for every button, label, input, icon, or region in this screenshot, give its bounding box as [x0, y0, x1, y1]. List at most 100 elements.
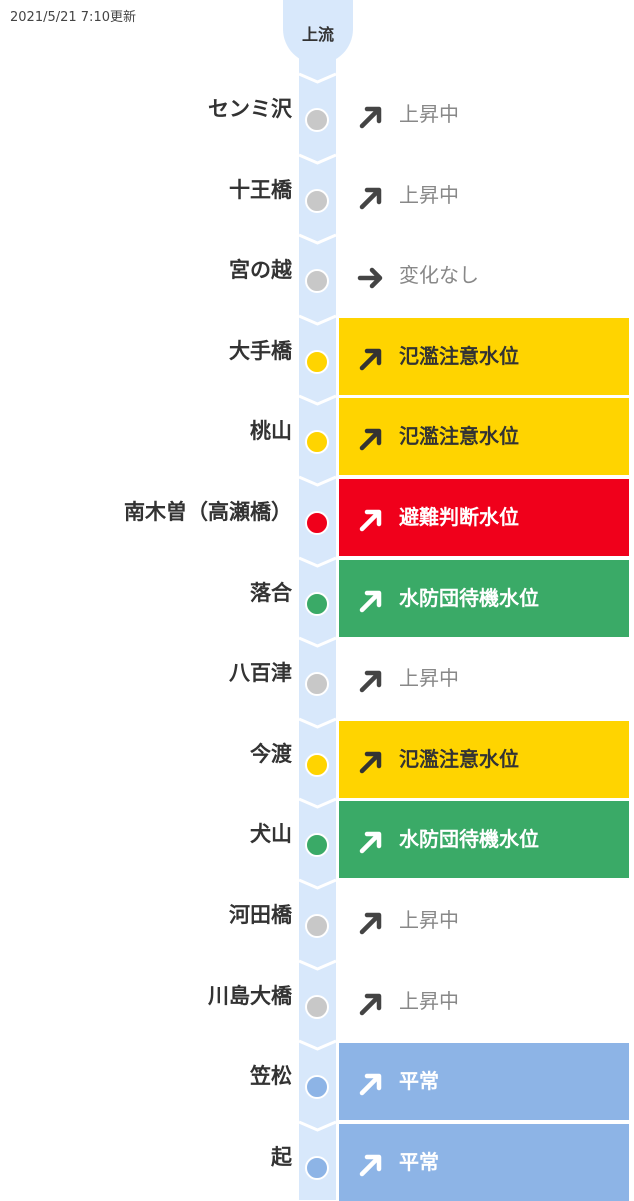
- station-row[interactable]: 宮の越 変化なし: [0, 234, 634, 314]
- station-level-dot: [305, 511, 329, 535]
- status-label: 水防団待機水位: [399, 585, 539, 610]
- station-name: センミ沢: [208, 97, 292, 121]
- station-level-dot: [305, 994, 329, 1019]
- status-label: 変化なし: [399, 263, 479, 288]
- station-row[interactable]: 起 平常: [0, 1121, 634, 1201]
- station-name: 笠松: [250, 1064, 292, 1089]
- water-level-status: 避難判断水位: [339, 479, 629, 556]
- water-level-status: 上昇中: [339, 640, 629, 717]
- status-label: 避難判断水位: [399, 505, 519, 529]
- status-label: 水防団待機水位: [399, 827, 539, 852]
- station-row[interactable]: 川島大橋 上昇中: [0, 960, 634, 1040]
- station-level-dot: [305, 1075, 329, 1100]
- station-level-dot: [305, 1155, 329, 1180]
- flow-chevron: [299, 959, 336, 971]
- water-level-status: 平常: [339, 1123, 629, 1201]
- station-level-dot: [305, 591, 329, 616]
- flow-chevron: [299, 475, 336, 487]
- station-row[interactable]: 今渡 氾濫注意水位: [0, 718, 634, 798]
- flow-chevron: [299, 556, 336, 568]
- arrow-up-right-icon: [357, 1151, 385, 1179]
- station-name: 大手橋: [229, 338, 292, 363]
- water-level-status: 上昇中: [339, 76, 629, 153]
- station-name: 起: [271, 1144, 292, 1169]
- arrow-up-right-icon: [357, 345, 385, 373]
- station-name: 今渡: [250, 741, 292, 766]
- arrow-up-right-icon: [357, 425, 385, 453]
- flow-chevron: [299, 1039, 336, 1051]
- arrow-up-right-icon: [357, 587, 385, 615]
- arrow-up-right-icon: [357, 506, 385, 534]
- station-level-dot: [305, 349, 329, 374]
- water-level-status: 水防団待機水位: [339, 801, 629, 879]
- flow-chevron: [299, 314, 336, 326]
- water-level-status: 水防団待機水位: [339, 559, 629, 637]
- status-label: 上昇中: [399, 908, 459, 932]
- upstream-badge: 上流: [283, 0, 353, 64]
- water-level-status: 平常: [339, 1043, 629, 1121]
- station-level-dot: [305, 108, 329, 132]
- water-level-status: 変化なし: [339, 237, 629, 314]
- flow-chevron: [299, 72, 336, 84]
- station-level-dot: [305, 269, 329, 294]
- status-label: 上昇中: [399, 102, 459, 126]
- arrow-up-right-icon: [357, 748, 385, 776]
- station-row[interactable]: 落合 水防団待機水位: [0, 557, 634, 637]
- station-row[interactable]: 犬山 水防団待機水位: [0, 798, 634, 879]
- station-name: 十王橋: [229, 177, 292, 202]
- flow-chevron: [299, 1120, 336, 1132]
- water-level-status: 上昇中: [339, 963, 629, 1040]
- station-name: 落合: [250, 580, 292, 605]
- station-name: 河田橋: [229, 903, 292, 927]
- station-level-dot: [305, 833, 329, 858]
- status-label: 平常: [399, 1149, 439, 1174]
- station-level-dot: [305, 914, 329, 938]
- station-row[interactable]: 河田橋 上昇中: [0, 879, 634, 959]
- station-name: 南木曽（高瀬橋）: [124, 500, 292, 524]
- water-level-status: 上昇中: [339, 157, 629, 234]
- arrow-up-right-icon: [357, 103, 385, 131]
- flow-chevron: [299, 636, 336, 648]
- status-label: 氾濫注意水位: [399, 746, 519, 771]
- upstream-label: 上流: [301, 25, 334, 44]
- update-timestamp: 2021/5/21 7:10更新: [10, 10, 136, 25]
- arrow-up-right-icon: [357, 990, 385, 1018]
- arrow-up-right-icon: [357, 909, 385, 937]
- flow-chevron: [299, 233, 336, 245]
- arrow-up-right-icon: [357, 667, 385, 695]
- flow-chevron: [299, 717, 336, 729]
- water-level-status: 氾濫注意水位: [339, 398, 629, 476]
- flow-chevron: [299, 153, 336, 165]
- arrow-up-right-icon: [357, 184, 385, 212]
- water-level-status: 上昇中: [339, 882, 629, 959]
- status-label: 上昇中: [399, 182, 459, 207]
- arrow-up-right-icon: [357, 1070, 385, 1098]
- flow-chevron: [299, 878, 336, 890]
- station-name: 八百津: [229, 661, 292, 686]
- station-level-dot: [305, 188, 329, 213]
- status-label: 氾濫注意水位: [399, 343, 519, 368]
- station-name: 川島大橋: [208, 983, 292, 1008]
- water-level-status: 氾濫注意水位: [339, 317, 629, 395]
- station-row[interactable]: 南木曽（高瀬橋） 避難判断水位: [0, 476, 634, 556]
- station-row[interactable]: 笠松 平常: [0, 1040, 634, 1121]
- flow-chevron: [299, 394, 336, 407]
- arrow-right-icon: [357, 264, 385, 292]
- status-label: 上昇中: [399, 666, 459, 691]
- station-row[interactable]: 桃山 氾濫注意水位: [0, 395, 634, 476]
- flow-chevron: [299, 797, 336, 810]
- station-row[interactable]: 十王橋 上昇中: [0, 154, 634, 234]
- water-level-status: 氾濫注意水位: [339, 720, 629, 798]
- station-level-dot: [305, 752, 329, 777]
- station-row[interactable]: センミ沢 上昇中: [0, 73, 634, 153]
- station-level-dot: [305, 430, 329, 455]
- status-label: 上昇中: [399, 988, 459, 1013]
- station-row[interactable]: 八百津 上昇中: [0, 637, 634, 717]
- station-name: 桃山: [250, 419, 292, 444]
- station-name: 犬山: [250, 822, 292, 847]
- station-level-dot: [305, 672, 329, 697]
- station-name: 宮の越: [229, 258, 292, 283]
- status-label: 平常: [399, 1069, 439, 1094]
- station-row[interactable]: 大手橋 氾濫注意水位: [0, 315, 634, 395]
- status-label: 氾濫注意水位: [399, 424, 519, 449]
